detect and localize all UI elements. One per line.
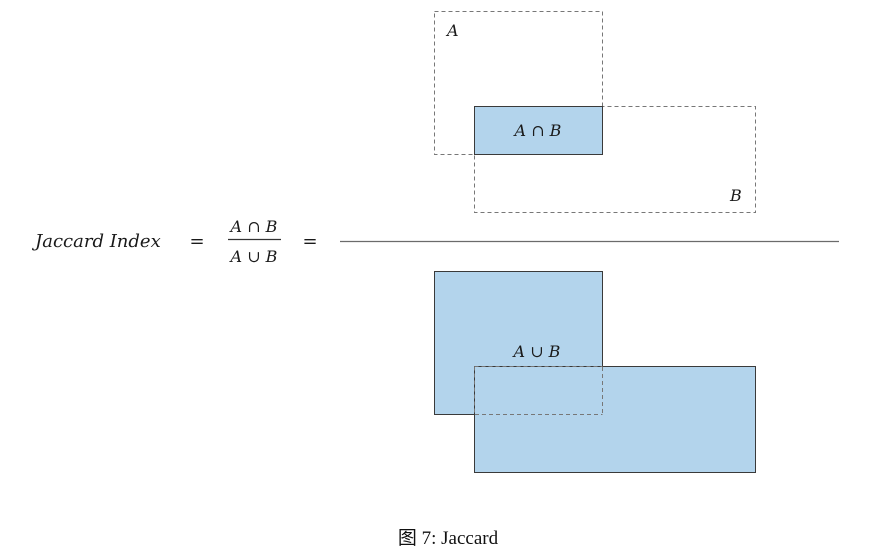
set-b-label: B — [729, 186, 742, 205]
equals-sign-2: = — [302, 231, 317, 252]
intersection-label: A ∩ B — [513, 121, 562, 140]
union-label: A ∪ B — [512, 342, 561, 361]
set-b-outline — [474, 106, 756, 213]
intersection-diagram: A B A ∩ B — [434, 11, 756, 213]
jaccard-index-label: Jaccard Index — [31, 231, 161, 252]
union-diagram: A ∪ B — [434, 271, 756, 473]
set-a-label: A — [445, 21, 459, 40]
intersection-region — [474, 106, 603, 155]
union-overlap-patch — [475, 367, 602, 414]
figure-caption: 图 7: Jaccard — [398, 528, 499, 548]
formula: Jaccard Index = A ∩ B A ∪ B = — [31, 217, 839, 266]
fraction-numerator: A ∩ B — [229, 217, 278, 236]
equals-sign-1: = — [189, 231, 204, 252]
fraction-denominator: A ∪ B — [229, 247, 278, 266]
